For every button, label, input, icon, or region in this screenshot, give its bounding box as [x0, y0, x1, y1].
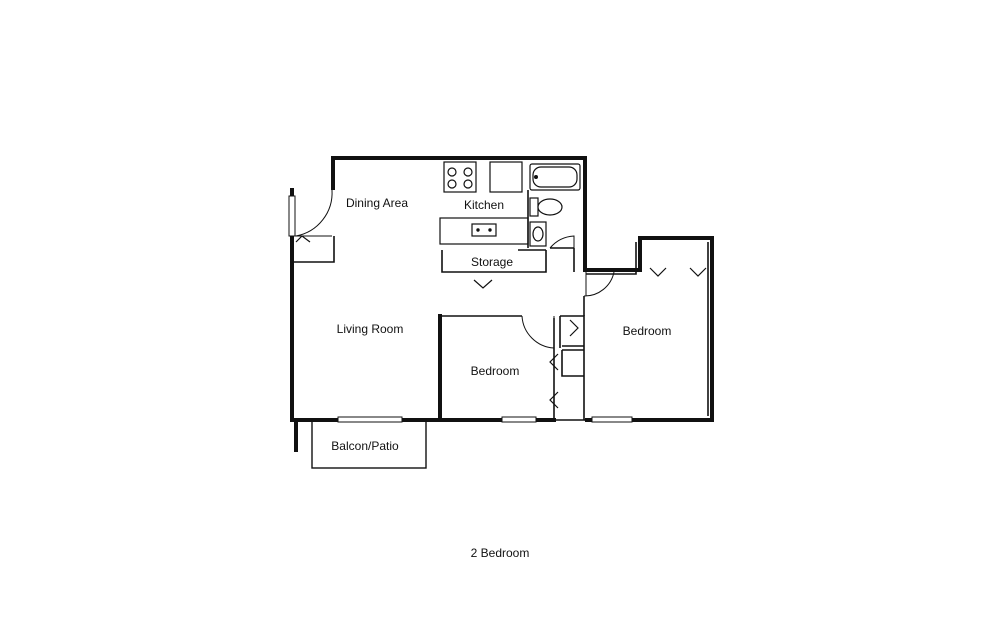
room-label-bedroom-small: Bedroom	[471, 364, 520, 378]
door-swings	[294, 189, 615, 349]
room-label-kitchen: Kitchen	[464, 198, 504, 212]
closet-door-markers	[295, 235, 707, 409]
kitchen-fixtures	[443, 161, 523, 237]
exterior-walls	[290, 156, 714, 452]
refrigerator-icon	[489, 161, 523, 193]
stove-icon	[443, 161, 477, 193]
room-label-dining: Dining Area	[346, 196, 408, 210]
plan-caption: 2 Bedroom	[470, 546, 530, 560]
room-label-bedroom-large: Bedroom	[623, 324, 672, 338]
room-label-living: Living Room	[337, 322, 404, 336]
toilet-icon	[529, 197, 539, 217]
bathroom-fixtures	[529, 163, 581, 247]
room-label-balcony: Balcon/Patio	[331, 439, 399, 453]
windows	[288, 195, 633, 423]
room-label-storage: Storage	[471, 255, 513, 269]
kitchen-sink-icon	[471, 223, 497, 237]
room-labels: Dining Area Kitchen Storage Living Room …	[331, 196, 671, 453]
